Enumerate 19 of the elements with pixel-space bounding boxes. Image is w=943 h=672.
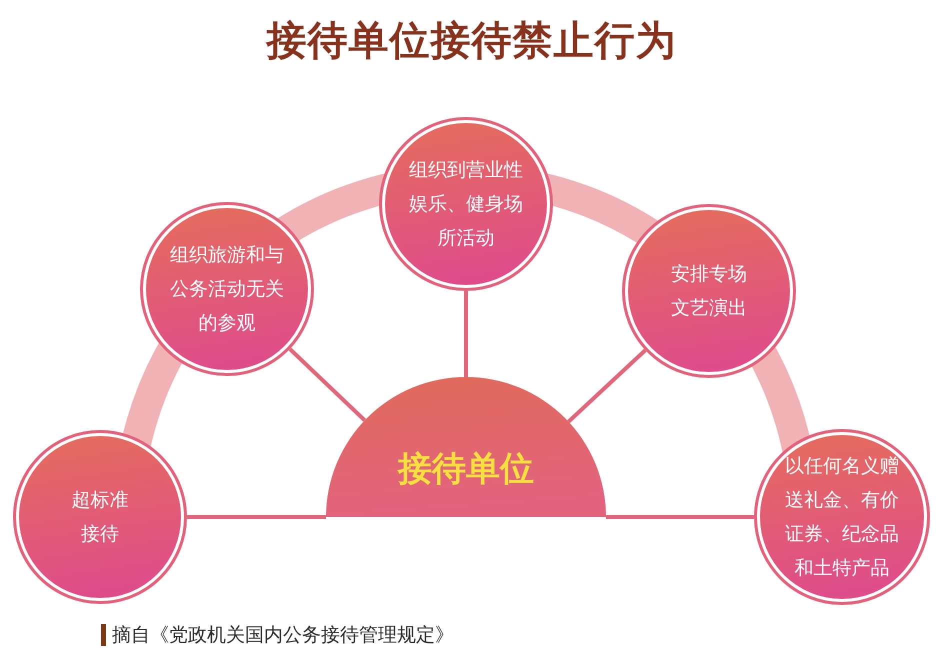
connector-line	[567, 348, 647, 424]
node-label: 安排专场文艺演出	[670, 262, 748, 321]
source-caption: 摘自《党政机关国内公务接待管理规定》	[112, 623, 454, 648]
topic-circle	[379, 117, 553, 291]
node-label: 组织旅游和与公务活动无关的参观	[169, 243, 285, 336]
connector-line	[288, 348, 366, 422]
node-label: 以任何名义赠送礼金、有价证券、纪念品和土特产品	[784, 454, 900, 581]
node-label: 组织到营业性娱乐、健身场所活动	[408, 158, 524, 251]
connector-line	[187, 515, 326, 519]
connector-line	[606, 515, 754, 519]
connector-line	[464, 291, 468, 377]
topic-circle	[13, 430, 187, 604]
diagram-title: 接待单位接待禁止行为	[266, 16, 676, 66]
topic-circle	[754, 429, 930, 605]
topic-circle	[622, 204, 796, 378]
node-label: 超标准接待	[70, 488, 130, 547]
topic-circle	[140, 202, 314, 376]
hub-semicircle	[326, 377, 606, 517]
hub-label: 接待单位	[398, 448, 534, 490]
